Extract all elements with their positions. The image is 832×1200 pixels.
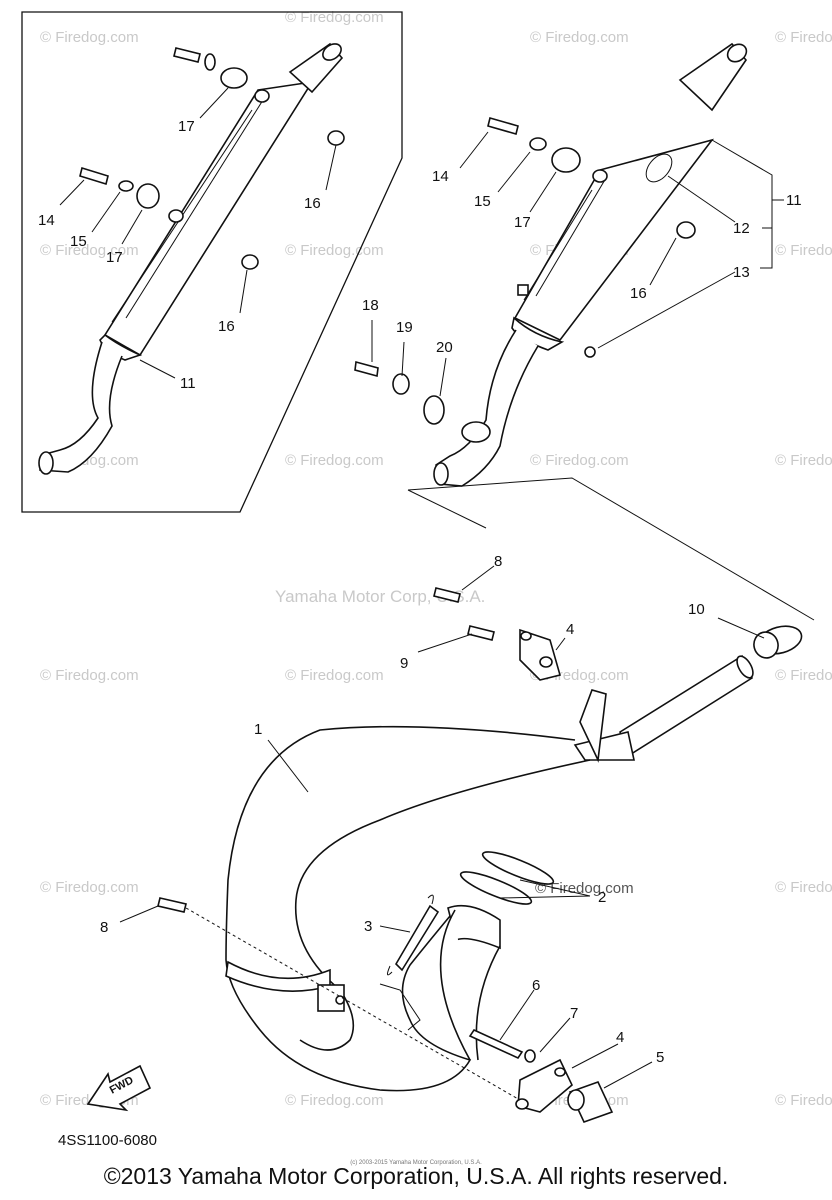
watermark: © Firedog.com [285, 1092, 384, 1109]
callout-8: 8 [494, 553, 502, 570]
callout-16: 16 [218, 318, 235, 335]
muffler-main [433, 42, 748, 487]
watermark: © Firedog.com [530, 29, 629, 46]
watermark: © Firedog.com [775, 879, 832, 896]
callouts: 17 16 14 15 17 16 11 14 15 17 12 11 13 1… [38, 118, 802, 1066]
callout-4: 4 [616, 1029, 624, 1046]
callout-15: 15 [70, 233, 87, 250]
watermark: © Firedog.com [285, 667, 384, 684]
watermark-yamaha: Yamaha Motor Corp, U.S.A. [275, 587, 485, 606]
callout-6: 6 [532, 977, 540, 994]
callout-14: 14 [432, 168, 449, 185]
callout-1: 1 [254, 721, 262, 738]
bracket-lower [515, 1058, 573, 1113]
callout-17: 17 [514, 214, 531, 231]
spring [386, 894, 440, 976]
muffler-inset [38, 42, 344, 475]
bracket-upper [519, 628, 561, 681]
watermark: © Firedog.com [40, 879, 139, 896]
watermark: © Firedog.com [530, 452, 629, 469]
fasteners [79, 47, 696, 1063]
callout-12: 12 [733, 220, 750, 237]
callout-9: 9 [400, 655, 408, 672]
callout-19: 19 [396, 319, 413, 336]
leader-lines [59, 87, 815, 1101]
callout-15: 15 [474, 193, 491, 210]
damper-5 [567, 1081, 614, 1123]
callout-5: 5 [656, 1049, 664, 1066]
callout-8: 8 [100, 919, 108, 936]
callout-3: 3 [364, 918, 372, 935]
exhaust-pipe [225, 654, 754, 1092]
inset-box [21, 11, 403, 513]
diagram-code: 4SS1100-6080 [58, 1132, 157, 1149]
callout-11: 11 [180, 375, 196, 392]
watermark: © Firedog.com [285, 9, 384, 26]
callout-18: 18 [362, 297, 379, 314]
damper-10 [753, 625, 803, 659]
small-print: (c) 2003-2015 Yamaha Motor Corporation, … [350, 1160, 482, 1166]
watermark: © Firedog.com [40, 667, 139, 684]
callout-2: 2 [598, 889, 606, 906]
watermark-overlay: © Firedog.com [535, 880, 634, 897]
watermark: © Firedog.com [40, 29, 139, 46]
copyright-notice: ©2013 Yamaha Motor Corporation, U.S.A. A… [103, 1163, 729, 1189]
callout-14: 14 [38, 212, 55, 229]
watermark: © Firedog.com [775, 1092, 832, 1109]
callout-7: 7 [570, 1005, 578, 1022]
callout-17: 17 [106, 249, 123, 266]
gasket [459, 871, 533, 905]
watermark: © Firedog.com [285, 242, 384, 259]
gasket [481, 851, 555, 885]
callout-16: 16 [304, 195, 321, 212]
fwd-arrow-icon: FWD [86, 1064, 152, 1112]
watermark: © Firedog.com [40, 242, 139, 259]
watermark: © Firedog.com [775, 242, 832, 259]
watermark: © Firedog.com [775, 29, 832, 46]
watermark: © Firedog.com [775, 667, 832, 684]
callout-11: 11 [786, 192, 802, 209]
callout-17: 17 [178, 118, 195, 135]
callout-13: 13 [733, 264, 750, 281]
callout-4: 4 [566, 621, 574, 638]
callout-20: 20 [436, 339, 453, 356]
watermark: © Firedog.com [285, 452, 384, 469]
callout-16: 16 [630, 285, 647, 302]
watermark: © Firedog.com [775, 452, 832, 469]
callout-10: 10 [688, 601, 705, 618]
